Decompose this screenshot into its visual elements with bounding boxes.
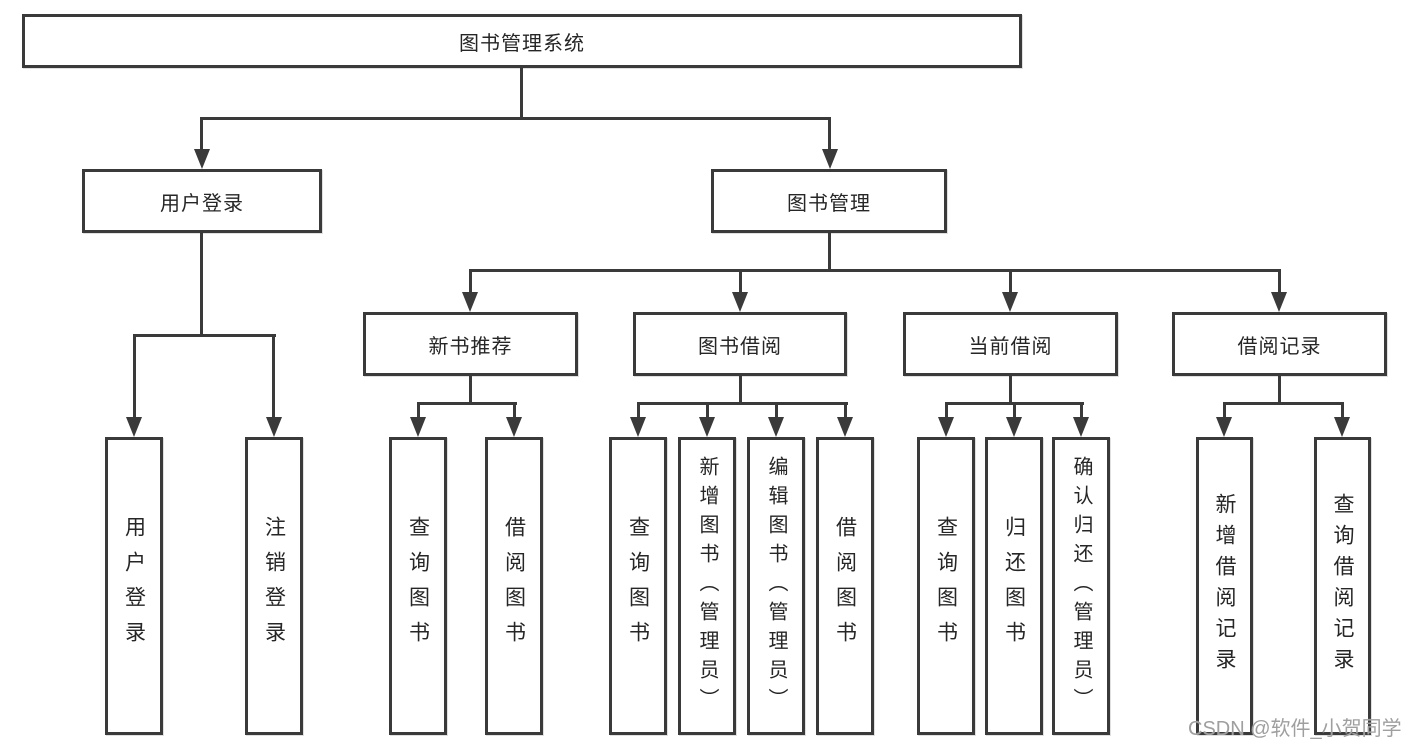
connector-borrow-records-bar — [1223, 402, 1344, 405]
leaf-label: 归还图书 — [1002, 516, 1026, 656]
connector-new-books-stem — [469, 376, 472, 405]
arrowhead-query-books-c — [938, 417, 954, 437]
connector-root-left-drop — [200, 117, 203, 151]
node-user-login: 用户登录 — [82, 169, 322, 233]
leaf-query-books-a: 查询图书 — [389, 437, 447, 735]
arrowhead-query-books-a — [410, 417, 426, 437]
node-label: 图书管理 — [787, 192, 871, 215]
node-borrow-records: 借阅记录 — [1172, 312, 1387, 376]
leaf-edit-books-admin: 编辑图书（管理员） — [747, 437, 805, 735]
node-label: 用户登录 — [160, 192, 244, 215]
leaf-label: 注销登录 — [262, 516, 286, 656]
node-label: 当前借阅 — [968, 335, 1053, 358]
leaf-add-books-admin: 新增图书（管理员） — [678, 437, 736, 735]
connector-current-borrow-drop-1 — [945, 402, 948, 419]
arrowhead-query-borrow-record — [1334, 417, 1350, 437]
leaf-label: 查询图书 — [934, 516, 958, 656]
leaf-query-books-b: 查询图书 — [609, 437, 667, 735]
leaf-label: 新增图书（管理员） — [696, 455, 718, 717]
connector-drop-current-borrow — [1009, 269, 1012, 294]
arrowhead-leaf-user-login — [126, 417, 142, 437]
arrowhead-user-login — [194, 149, 210, 169]
connector-borrow-records-drop-2 — [1341, 402, 1344, 419]
connector-book-borrow-drop-1 — [637, 402, 640, 419]
arrowhead-query-books-b — [630, 417, 646, 437]
connector-book-borrow-bar — [637, 402, 848, 405]
leaf-return-books: 归还图书 — [985, 437, 1043, 735]
leaf-label: 查询借阅记录 — [1331, 493, 1354, 679]
connector-book-mgmt-bar — [469, 269, 1281, 272]
leaf-borrow-books-a: 借阅图书 — [485, 437, 543, 735]
leaf-label: 编辑图书（管理员） — [765, 455, 787, 717]
connector-current-borrow-drop-3 — [1080, 402, 1083, 419]
connector-new-books-bar — [417, 402, 517, 405]
connector-book-mgmt-stem — [828, 233, 831, 272]
node-label: 图书管理系统 — [459, 32, 585, 55]
leaf-label: 新增借阅记录 — [1213, 493, 1236, 679]
arrowhead-current-borrow — [1002, 292, 1018, 312]
connector-book-borrow-stem — [739, 376, 742, 405]
node-label: 借阅记录 — [1237, 335, 1322, 358]
leaf-label: 查询图书 — [626, 516, 650, 656]
arrowhead-borrow-books-a — [506, 417, 522, 437]
connector-drop-book-borrow — [739, 269, 742, 294]
connector-book-borrow-drop-2 — [706, 402, 709, 419]
arrowhead-new-books — [462, 292, 478, 312]
connector-drop-new-books — [469, 269, 472, 294]
leaf-label: 确认归还（管理员） — [1070, 455, 1092, 717]
connector-root-right-drop — [828, 117, 831, 151]
connector-new-books-drop-2 — [513, 402, 516, 419]
leaf-label: 借阅图书 — [502, 516, 526, 656]
node-library-management-system: 图书管理系统 — [22, 14, 1022, 68]
connector-root-bar — [200, 117, 831, 120]
arrowhead-borrow-records — [1271, 292, 1287, 312]
connector-book-borrow-drop-4 — [844, 402, 847, 419]
leaf-query-books-c: 查询图书 — [917, 437, 975, 735]
leaf-label: 用户登录 — [122, 516, 146, 656]
arrowhead-add-books — [699, 417, 715, 437]
leaf-logout: 注销登录 — [245, 437, 303, 735]
arrowhead-return-books — [1006, 417, 1022, 437]
connector-current-borrow-drop-2 — [1013, 402, 1016, 419]
arrowhead-borrow-books-b — [837, 417, 853, 437]
csdn-watermark: CSDN @软件_小贺同学 — [1188, 718, 1402, 740]
leaf-query-borrow-record: 查询借阅记录 — [1314, 437, 1371, 735]
arrowhead-book-borrow — [732, 292, 748, 312]
connector-user-login-bar — [133, 334, 276, 337]
leaf-confirm-return-admin: 确认归还（管理员） — [1052, 437, 1110, 735]
connector-drop-borrow-records — [1278, 269, 1281, 294]
arrowhead-leaf-logout — [266, 417, 282, 437]
connector-new-books-drop-1 — [417, 402, 420, 419]
connector-current-borrow-stem — [1009, 376, 1012, 405]
connector-root-stem — [520, 68, 523, 120]
connector-user-login-drop-2 — [272, 334, 275, 418]
connector-borrow-records-drop-1 — [1223, 402, 1226, 419]
leaf-label: 借阅图书 — [833, 516, 857, 656]
node-book-borrow: 图书借阅 — [633, 312, 847, 376]
leaf-add-borrow-record: 新增借阅记录 — [1196, 437, 1253, 735]
arrowhead-confirm-return — [1073, 417, 1089, 437]
leaf-user-login: 用户登录 — [105, 437, 163, 735]
leaf-label: 查询图书 — [406, 516, 430, 656]
arrowhead-book-management — [822, 149, 838, 169]
leaf-borrow-books-b: 借阅图书 — [816, 437, 874, 735]
node-label: 图书借阅 — [698, 335, 782, 358]
node-label: 新书推荐 — [428, 335, 513, 358]
arrowhead-edit-books — [768, 417, 784, 437]
connector-book-borrow-drop-3 — [775, 402, 778, 419]
connector-user-login-drop-1 — [133, 334, 136, 418]
connector-borrow-records-stem — [1278, 376, 1281, 405]
connector-user-login-stem — [200, 233, 203, 337]
node-new-book-recommend: 新书推荐 — [363, 312, 578, 376]
arrowhead-add-borrow-record — [1216, 417, 1232, 437]
node-current-borrow: 当前借阅 — [903, 312, 1118, 376]
node-book-management: 图书管理 — [711, 169, 947, 233]
